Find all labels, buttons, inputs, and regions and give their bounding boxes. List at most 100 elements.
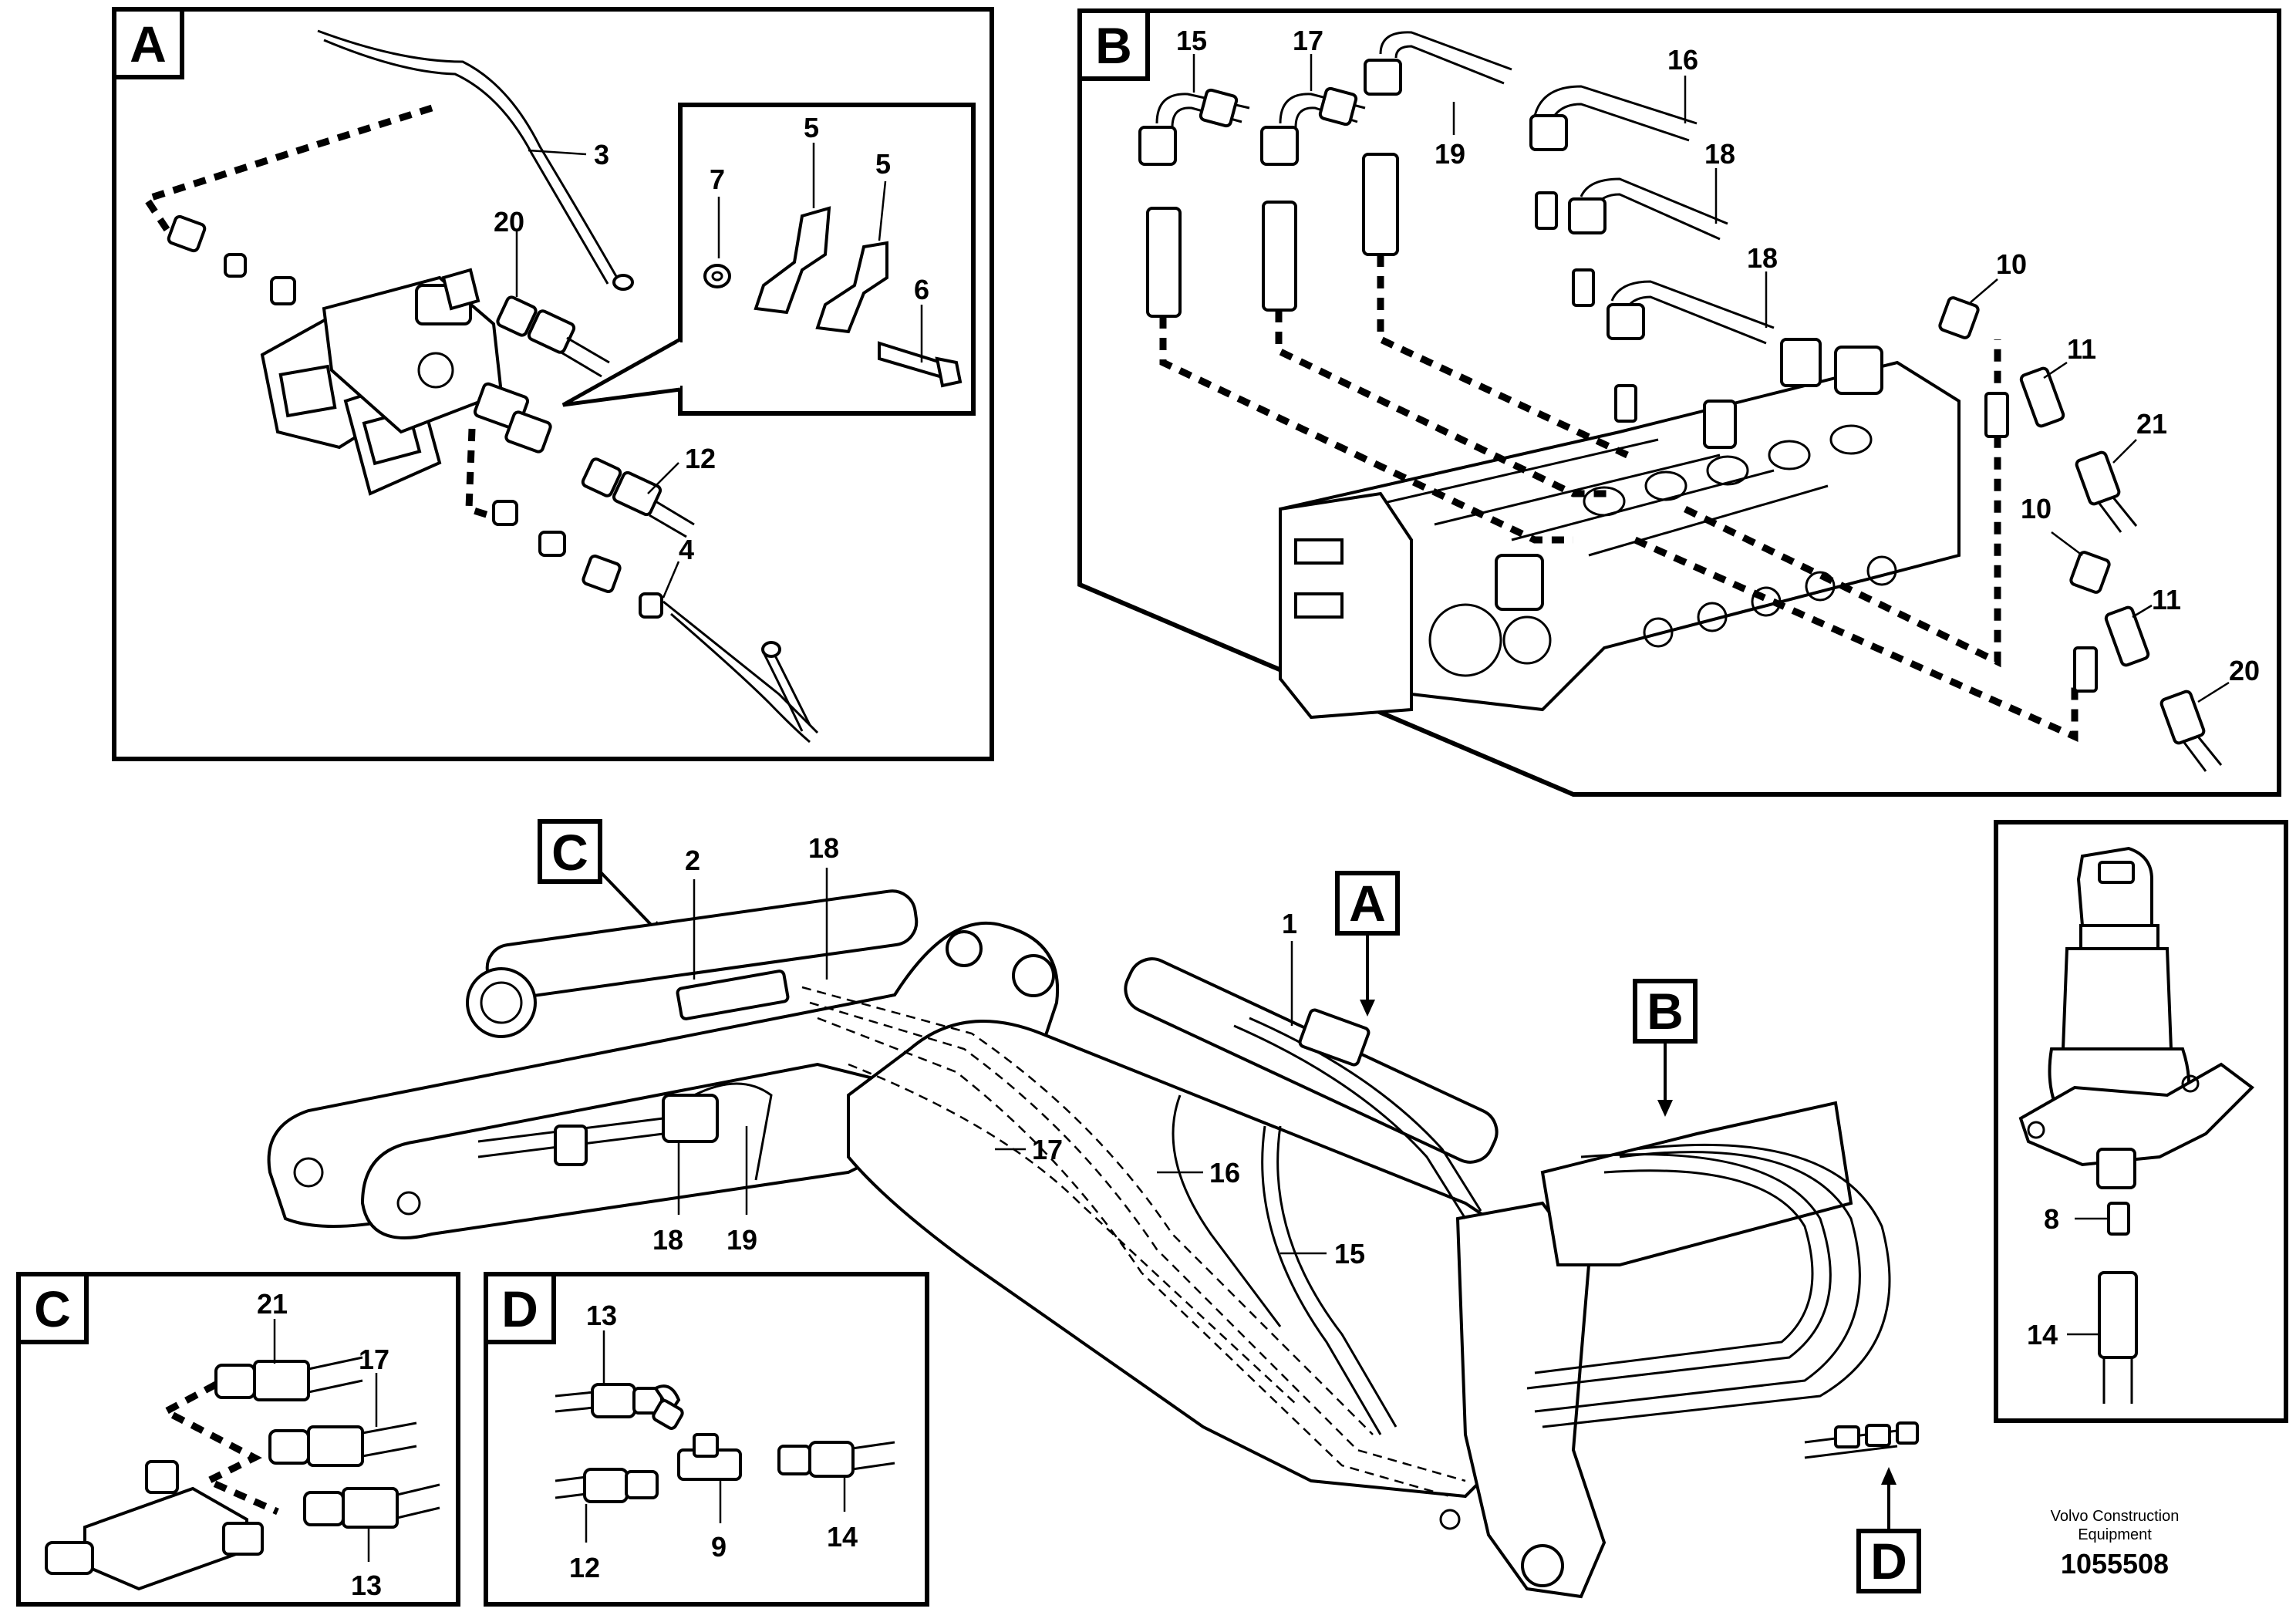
label-a20: 20 bbox=[494, 206, 524, 238]
dashed-route-b2 bbox=[1275, 310, 1612, 497]
label-m2: 2 bbox=[685, 845, 700, 876]
nut-fitting bbox=[167, 214, 207, 253]
hose-15-main bbox=[1261, 1125, 1382, 1435]
inset-a-pointer bbox=[561, 337, 682, 407]
label-d9: 9 bbox=[711, 1531, 727, 1563]
label-b21: 21 bbox=[2136, 408, 2167, 440]
label-d12: 12 bbox=[569, 1552, 600, 1583]
panel-d-frame bbox=[484, 1272, 929, 1607]
label-a12: 12 bbox=[685, 443, 716, 474]
panel-b: B bbox=[1077, 8, 2281, 797]
valve-sections bbox=[1583, 424, 1897, 648]
label-c21: 21 bbox=[257, 1288, 288, 1320]
label-b20: 20 bbox=[2229, 655, 2260, 686]
fitting-10a bbox=[1938, 296, 1980, 339]
panel-a-letter: A bbox=[130, 15, 167, 73]
label-b10a: 10 bbox=[1996, 248, 2027, 280]
sensor-body bbox=[2061, 947, 2173, 1050]
panel-b-frame bbox=[1077, 8, 2281, 797]
hose-19-main bbox=[693, 1082, 773, 1181]
footer-number: 1055508 bbox=[2061, 1548, 2169, 1580]
panel-b-letter: B bbox=[1095, 17, 1132, 74]
bracket-5b bbox=[815, 241, 888, 334]
fitting-20b bbox=[2159, 690, 2206, 745]
fitting-c17 bbox=[268, 1429, 310, 1465]
fitting-21 bbox=[2075, 450, 2121, 506]
label-m17: 17 bbox=[1032, 1134, 1063, 1165]
callout-d-letter: D bbox=[1870, 1533, 1907, 1590]
fitting-d14 bbox=[808, 1441, 855, 1478]
fitting-18-main bbox=[662, 1094, 719, 1143]
coupling-14 bbox=[2098, 1271, 2138, 1359]
label-m15: 15 bbox=[1334, 1238, 1365, 1270]
label-m16: 16 bbox=[1209, 1157, 1240, 1189]
panel-d-letter: D bbox=[501, 1280, 538, 1337]
panel-a: A bbox=[112, 7, 994, 761]
bracket-5a bbox=[754, 206, 831, 315]
panel-sensor: 8 14 bbox=[1994, 820, 2288, 1423]
dashed-route-a1 bbox=[140, 104, 433, 234]
label-b11a: 11 bbox=[2067, 333, 2096, 365]
panel-a-letter-box bbox=[112, 7, 184, 79]
hose-15 bbox=[1155, 93, 1250, 128]
footer-line2: Equipment bbox=[2078, 1526, 2152, 1543]
coupling-17 bbox=[1262, 201, 1297, 312]
valve-2 bbox=[676, 969, 790, 1020]
coupling-19 bbox=[1362, 153, 1399, 256]
adapter-8 bbox=[2107, 1202, 2130, 1236]
callout-a-box bbox=[1335, 871, 1400, 936]
valve-1 bbox=[1298, 1008, 1371, 1067]
label-a5a: 5 bbox=[804, 112, 819, 143]
callout-a-letter: A bbox=[1349, 875, 1386, 932]
fitting-group-d bbox=[1804, 1421, 1919, 1459]
footer-line1: Volvo Construction bbox=[2051, 1508, 2180, 1525]
hose-16-main bbox=[1172, 1094, 1282, 1327]
pipe-3 bbox=[317, 29, 619, 278]
dashed-route-c bbox=[158, 1381, 279, 1516]
panel-d-letter-box bbox=[484, 1272, 556, 1344]
label-b18b: 18 bbox=[1747, 242, 1778, 274]
fitting-10b bbox=[2069, 551, 2111, 594]
fitting-c21 bbox=[214, 1364, 256, 1399]
label-b19: 19 bbox=[1435, 138, 1465, 170]
panel-c-frame bbox=[16, 1272, 460, 1607]
callout-d-box bbox=[1856, 1529, 1921, 1593]
fitting-12 bbox=[581, 457, 622, 497]
pipe-4 bbox=[663, 600, 819, 734]
dashed-route-b5 bbox=[1633, 536, 2079, 742]
label-b15: 15 bbox=[1176, 25, 1207, 56]
panel-a-frame bbox=[112, 7, 994, 761]
label-a3: 3 bbox=[594, 139, 609, 170]
callout-c-box bbox=[538, 819, 602, 884]
callout-b-letter: B bbox=[1647, 983, 1684, 1040]
footer: Volvo Construction Equipment 1055508 bbox=[2051, 1508, 2180, 1580]
label-b17: 17 bbox=[1293, 25, 1323, 56]
label-b16: 16 bbox=[1667, 44, 1698, 76]
label-s8: 8 bbox=[2044, 1203, 2059, 1235]
panel-sensor-frame bbox=[1994, 820, 2288, 1423]
label-c13: 13 bbox=[351, 1570, 382, 1601]
label-m18b: 18 bbox=[652, 1224, 683, 1256]
hose-17 bbox=[1279, 93, 1366, 128]
bolt-6 bbox=[878, 341, 947, 380]
sensor-cap bbox=[2076, 846, 2153, 927]
fitting-d12 bbox=[583, 1468, 629, 1503]
washer-7 bbox=[703, 264, 731, 288]
dashed-route-b3 bbox=[1377, 255, 1629, 459]
label-m1: 1 bbox=[1282, 908, 1297, 939]
label-a6: 6 bbox=[914, 274, 929, 305]
label-b11b: 11 bbox=[2152, 584, 2181, 615]
dashed-route-b1 bbox=[1159, 316, 1573, 544]
label-m19: 19 bbox=[727, 1224, 757, 1256]
fitting-c13 bbox=[303, 1491, 345, 1526]
label-m18a: 18 bbox=[808, 832, 839, 864]
dashed-route-b4 bbox=[1684, 339, 2001, 668]
panel-c-letter: C bbox=[34, 1280, 71, 1337]
label-d14: 14 bbox=[827, 1521, 858, 1553]
panel-b-letter-box bbox=[1077, 8, 1150, 81]
machine-valve-block bbox=[1540, 1101, 1853, 1266]
label-a5b: 5 bbox=[875, 148, 891, 180]
inset-a-frame bbox=[678, 103, 976, 416]
